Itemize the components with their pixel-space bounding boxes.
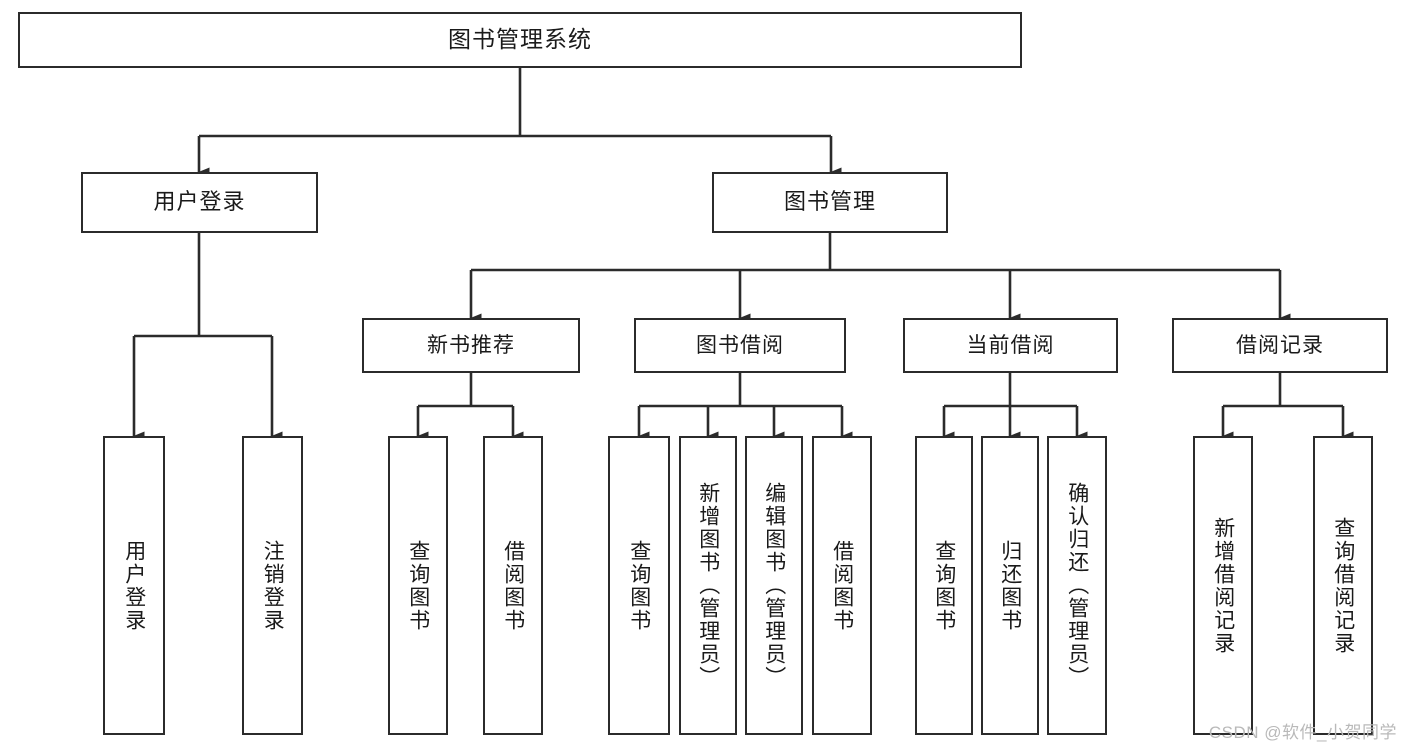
node-new-book-recommend[interactable]: 新书推荐 (362, 318, 580, 373)
leaf-query-book-current-label: 查询图书 (932, 539, 956, 632)
node-root-label: 图书管理系统 (448, 26, 592, 53)
leaf-query-book-borrow[interactable]: 查询图书 (608, 436, 670, 735)
leaf-borrow-book-newbook-label: 借阅图书 (501, 539, 525, 632)
leaf-query-borrow-record[interactable]: 查询借阅记录 (1313, 436, 1373, 735)
leaf-user-login[interactable]: 用户登录 (103, 436, 165, 735)
leaf-query-book-borrow-label: 查询图书 (627, 539, 651, 632)
node-root[interactable]: 图书管理系统 (18, 12, 1022, 68)
node-current-borrow-label: 当前借阅 (966, 333, 1055, 357)
leaf-borrow-book-label: 借阅图书 (830, 539, 854, 632)
leaf-user-login-label: 用户登录 (122, 539, 146, 632)
node-new-book-recommend-label: 新书推荐 (427, 333, 515, 357)
leaf-query-book-current[interactable]: 查询图书 (915, 436, 973, 735)
leaf-edit-book-admin-label: 编辑图书（管理员） (762, 482, 786, 689)
leaf-add-borrow-record[interactable]: 新增借阅记录 (1193, 436, 1253, 735)
leaf-borrow-book-newbook[interactable]: 借阅图书 (483, 436, 543, 735)
node-book-borrow[interactable]: 图书借阅 (634, 318, 846, 373)
leaf-confirm-return-admin[interactable]: 确认归还（管理员） (1047, 436, 1107, 735)
node-borrow-record[interactable]: 借阅记录 (1172, 318, 1388, 373)
leaf-add-borrow-record-label: 新增借阅记录 (1211, 516, 1235, 655)
node-current-borrow[interactable]: 当前借阅 (903, 318, 1118, 373)
node-book-management-label: 图书管理 (783, 189, 876, 215)
leaf-return-book[interactable]: 归还图书 (981, 436, 1039, 735)
csdn-watermark: CSDN @软件_小贺同学 (1208, 723, 1397, 742)
node-book-management[interactable]: 图书管理 (712, 172, 948, 233)
leaf-confirm-return-admin-label: 确认归还（管理员） (1065, 482, 1089, 689)
leaf-query-book-newbook-label: 查询图书 (406, 539, 430, 632)
node-user-login-label: 用户登录 (153, 189, 246, 215)
leaf-query-borrow-record-label: 查询借阅记录 (1331, 516, 1355, 655)
node-user-login[interactable]: 用户登录 (81, 172, 318, 233)
leaf-add-book-admin[interactable]: 新增图书（管理员） (679, 436, 737, 735)
leaf-logout[interactable]: 注销登录 (242, 436, 303, 735)
leaf-add-book-admin-label: 新增图书（管理员） (696, 482, 720, 689)
leaf-return-book-label: 归还图书 (998, 539, 1022, 632)
leaf-borrow-book[interactable]: 借阅图书 (812, 436, 872, 735)
leaf-logout-label: 注销登录 (261, 539, 285, 632)
leaf-query-book-newbook[interactable]: 查询图书 (388, 436, 448, 735)
leaf-edit-book-admin[interactable]: 编辑图书（管理员） (745, 436, 803, 735)
node-borrow-record-label: 借阅记录 (1236, 333, 1324, 357)
node-book-borrow-label: 图书借阅 (696, 333, 784, 357)
